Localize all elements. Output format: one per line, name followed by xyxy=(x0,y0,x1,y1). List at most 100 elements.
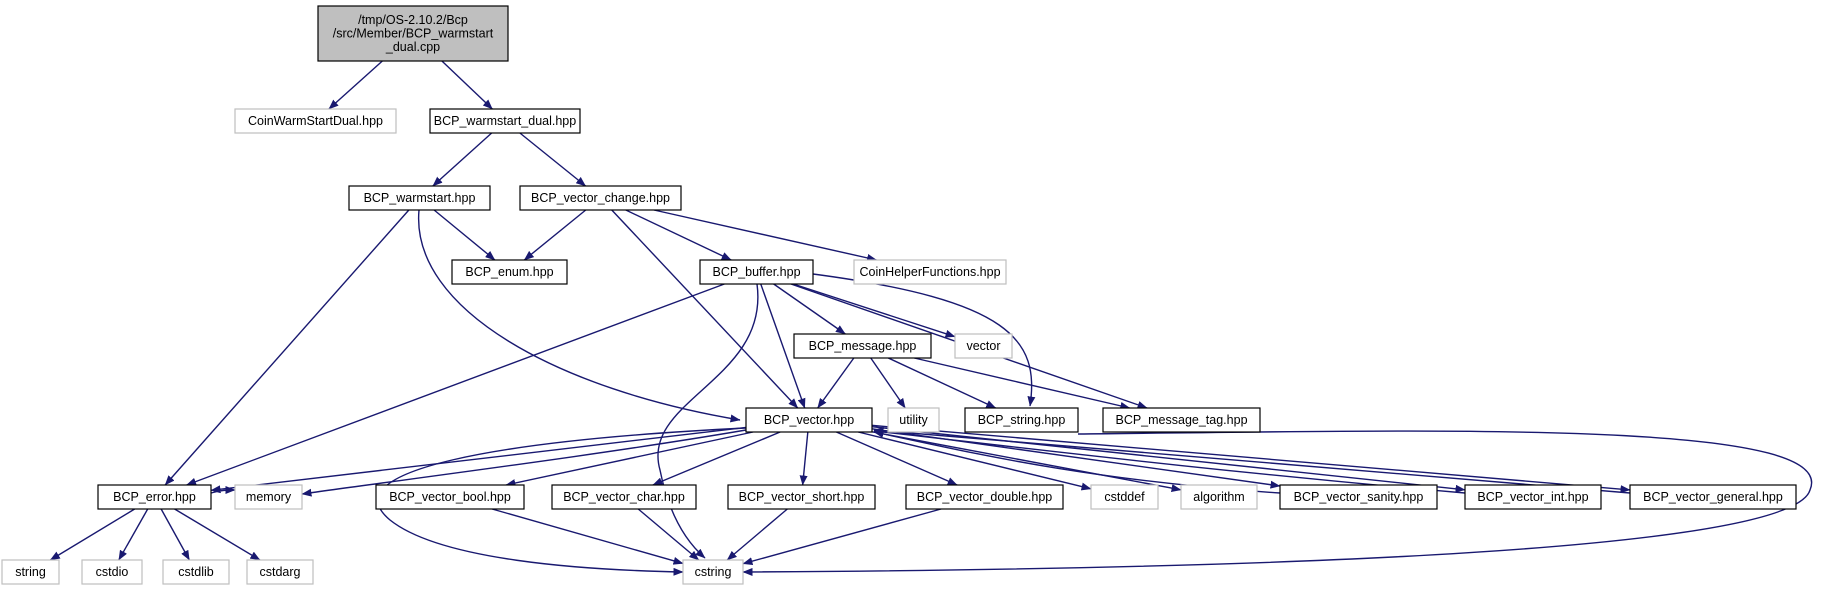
node-bcp-string-hpp-label: BCP_string.hpp xyxy=(978,413,1066,427)
node-bcp-warmstart-dual-cpp-label: /tmp/OS-2.10.2/Bcp xyxy=(358,13,468,27)
edge-buffer-to-vector_std xyxy=(793,283,956,338)
edge-bcpvector-to-vbool xyxy=(505,431,754,487)
node-bcp-vector-char-hpp-box xyxy=(551,484,697,510)
node-cstdarg-label: cstdarg xyxy=(260,565,301,579)
edge-vgeneral-to-bcpvector xyxy=(873,426,1631,494)
node-memory[interactable]: memory xyxy=(234,484,303,510)
node-bcp-enum-hpp-label: BCP_enum.hpp xyxy=(465,265,553,279)
node-bcp-vector-int-hpp[interactable]: BCP_vector_int.hpp xyxy=(1464,484,1602,510)
node-bcp-vector-sanity-hpp[interactable]: BCP_vector_sanity.hpp xyxy=(1279,484,1438,510)
node-bcp-message-hpp-box xyxy=(793,333,932,359)
node-bcp-vector-bool-hpp[interactable]: BCP_vector_bool.hpp xyxy=(375,484,525,510)
node-coin-helper-functions-hpp[interactable]: CoinHelperFunctions.hpp xyxy=(853,259,1007,285)
node-bcp-vector-general-hpp-box xyxy=(1629,484,1797,510)
node-bcp-warmstart-hpp[interactable]: BCP_warmstart.hpp xyxy=(348,185,491,211)
node-coin-warm-start-dual-hpp[interactable]: CoinWarmStartDual.hpp xyxy=(234,108,397,134)
node-cstddef[interactable]: cstddef xyxy=(1090,484,1159,510)
node-bcp-vector-double-hpp[interactable]: BCP_vector_double.hpp xyxy=(905,484,1064,510)
node-bcp-vector-general-hpp[interactable]: BCP_vector_general.hpp xyxy=(1629,484,1797,510)
node-bcp-enum-hpp-box xyxy=(451,259,568,285)
node-coin-helper-functions-hpp-label: CoinHelperFunctions.hpp xyxy=(859,265,1000,279)
node-bcp-enum-hpp[interactable]: BCP_enum.hpp xyxy=(451,259,568,285)
node-bcp-message-tag-hpp[interactable]: BCP_message_tag.hpp xyxy=(1102,407,1261,433)
node-cstdlib[interactable]: cstdlib xyxy=(162,559,230,585)
node-cstring-box xyxy=(682,559,744,585)
node-vector-box xyxy=(954,333,1013,359)
node-bcp-vector-bool-hpp-box xyxy=(375,484,525,510)
node-cstdlib-box xyxy=(162,559,230,585)
node-algorithm-label: algorithm xyxy=(1193,490,1244,504)
node-cstddef-label: cstddef xyxy=(1104,490,1145,504)
node-bcp-warmstart-dual-hpp[interactable]: BCP_warmstart_dual.hpp xyxy=(429,108,581,134)
node-cstdarg[interactable]: cstdarg xyxy=(246,559,314,585)
node-utility[interactable]: utility xyxy=(887,407,940,433)
node-bcp-warmstart-dual-cpp-label: /src/Member/BCP_warmstart xyxy=(333,26,494,40)
node-bcp-vector-double-hpp-label: BCP_vector_double.hpp xyxy=(917,490,1053,504)
node-cstddef-box xyxy=(1090,484,1159,510)
node-memory-box xyxy=(234,484,303,510)
edge-bcpvector-to-algorithm xyxy=(871,431,1182,493)
edge-vbool-to-cstring xyxy=(491,508,684,565)
node-bcp-vector-hpp[interactable]: BCP_vector.hpp xyxy=(745,407,873,433)
edge-vshort-to-cstring xyxy=(726,508,788,561)
edge-error-to-memory xyxy=(210,486,236,495)
node-bcp-warmstart-dual-cpp[interactable]: /tmp/OS-2.10.2/Bcp/src/Member/BCP_warmst… xyxy=(317,5,509,62)
edge-vint-to-bcpvector xyxy=(873,428,1466,494)
node-algorithm[interactable]: algorithm xyxy=(1180,484,1258,510)
node-bcp-error-hpp-box xyxy=(97,484,212,510)
node-bcp-warmstart-dual-hpp-box xyxy=(429,108,581,134)
edge-error-to-cstdio xyxy=(118,508,149,561)
edge-bcpvector-to-memory xyxy=(301,429,747,497)
edge-buffer-to-bcpvector xyxy=(760,283,806,409)
node-coin-warm-start-dual-hpp-label: CoinWarmStartDual.hpp xyxy=(248,114,383,128)
node-bcp-vector-hpp-box xyxy=(745,407,873,433)
node-bcp-buffer-hpp[interactable]: BCP_buffer.hpp xyxy=(699,259,814,285)
node-bcp-vector-change-hpp[interactable]: BCP_vector_change.hpp xyxy=(519,185,682,211)
node-bcp-vector-short-hpp-label: BCP_vector_short.hpp xyxy=(739,490,865,504)
node-bcp-message-tag-hpp-box xyxy=(1102,407,1261,433)
node-vector[interactable]: vector xyxy=(954,333,1013,359)
node-bcp-vector-short-hpp[interactable]: BCP_vector_short.hpp xyxy=(727,484,876,510)
node-bcp-vector-general-hpp-label: BCP_vector_general.hpp xyxy=(1643,490,1783,504)
edge-bcpvector-to-cstddef xyxy=(858,431,1092,491)
edge-message-to-msgtag xyxy=(914,357,1131,410)
node-bcp-vector-change-hpp-box xyxy=(519,185,682,211)
node-bcp-warmstart-dual-cpp-box xyxy=(317,5,509,62)
node-bcp-vector-change-hpp-label: BCP_vector_change.hpp xyxy=(531,191,670,205)
node-bcp-vector-sanity-hpp-label: BCP_vector_sanity.hpp xyxy=(1294,490,1424,504)
edge-error-to-cstdlib xyxy=(160,508,190,561)
node-cstring[interactable]: cstring xyxy=(682,559,744,585)
edge-vdouble-to-cstring xyxy=(742,508,942,566)
node-string[interactable]: string xyxy=(1,559,60,585)
edge-bcpvector-to-vint xyxy=(871,426,1466,493)
node-string-box xyxy=(1,559,60,585)
node-bcp-vector-char-hpp[interactable]: BCP_vector_char.hpp xyxy=(551,484,697,510)
edge-main-to-wsdual xyxy=(441,60,493,110)
node-bcp-vector-bool-hpp-label: BCP_vector_bool.hpp xyxy=(389,490,511,504)
node-bcp-buffer-hpp-box xyxy=(699,259,814,285)
edge-vchar-to-cstring xyxy=(637,508,700,561)
node-bcp-vector-int-hpp-label: BCP_vector_int.hpp xyxy=(1477,490,1588,504)
edge-ws-to-bcpvector xyxy=(418,209,741,423)
node-bcp-vector-short-hpp-box xyxy=(727,484,876,510)
node-bcp-vector-sanity-hpp-box xyxy=(1279,484,1438,510)
edge-buffer-to-message xyxy=(773,283,846,335)
node-coin-helper-functions-hpp-box xyxy=(853,259,1007,285)
edge-bcpvector-to-vchar xyxy=(652,431,781,486)
node-memory-label: memory xyxy=(246,490,292,504)
edge-ws-to-enum xyxy=(433,209,496,261)
edge-main-to-coinwsd xyxy=(328,60,383,110)
node-bcp-string-hpp[interactable]: BCP_string.hpp xyxy=(964,407,1079,433)
edge-message-to-utility xyxy=(870,357,906,409)
node-cstdio[interactable]: cstdio xyxy=(81,559,143,585)
node-bcp-vector-char-hpp-label: BCP_vector_char.hpp xyxy=(563,490,685,504)
node-cstring-label: cstring xyxy=(695,565,732,579)
node-bcp-warmstart-hpp-box xyxy=(348,185,491,211)
node-bcp-error-hpp[interactable]: BCP_error.hpp xyxy=(97,484,212,510)
node-utility-label: utility xyxy=(899,413,928,427)
node-bcp-message-hpp[interactable]: BCP_message.hpp xyxy=(793,333,932,359)
node-cstdio-box xyxy=(81,559,143,585)
edge-bcpvector-to-error xyxy=(210,426,747,494)
edge-message-to-string xyxy=(887,357,997,409)
edge-message-to-bcpvector xyxy=(817,357,855,409)
